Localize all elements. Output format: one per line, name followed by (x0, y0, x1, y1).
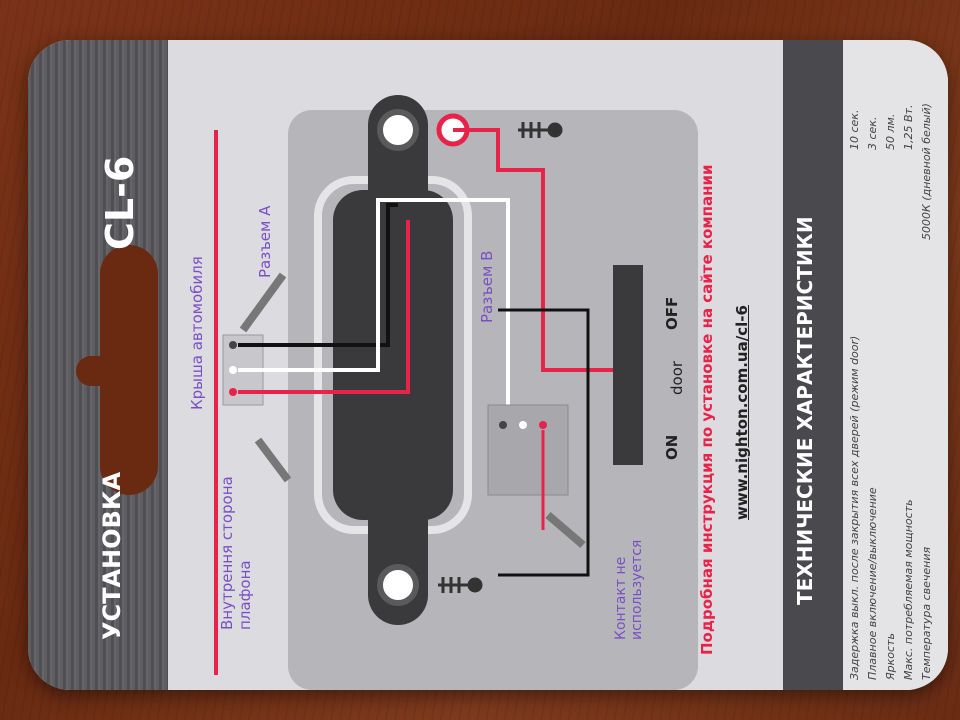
wiring-diagram (222, 95, 643, 625)
switch-body (613, 265, 643, 465)
spec-value-0: 10 сек. (848, 109, 861, 150)
mount-hole-bottom (377, 564, 419, 606)
wire-black (238, 203, 398, 347)
spec-label-2: Яркость (884, 633, 897, 680)
spec-value-3: 1,25 Вт. (902, 104, 915, 150)
package-card: CL-6 УСТАНОВКА Крыша автомобиля (28, 40, 948, 690)
wire-black-switch (498, 308, 590, 577)
spec-value-4: 5000К (дневной белый) (920, 103, 933, 240)
arrow-connector-a (239, 272, 287, 333)
spec-label-3: Макс. потребляемая мощность (902, 499, 915, 680)
website-link[interactable]: www.nighton.com.ua/cl-6 (733, 305, 751, 520)
inner-side-label: Внутрення сторона плафона (218, 476, 254, 630)
wire-red-switch (453, 128, 618, 372)
switch-door-label: door (668, 360, 686, 395)
mount-bar (368, 95, 428, 625)
spec-value-1: 3 сек. (866, 116, 879, 150)
wire-red (238, 220, 410, 394)
spec-label-4: Температура свечения (920, 546, 933, 680)
hang-hole-neck (76, 356, 116, 386)
specs-area (843, 40, 948, 690)
screw-bottom (438, 577, 483, 593)
arrow-unused (545, 511, 586, 549)
wire-white (238, 198, 510, 415)
connector-a-label: Разъем А (256, 205, 274, 278)
switch-on-label: ON (663, 434, 681, 460)
switch-off-label: OFF (663, 296, 681, 330)
screw-top (518, 122, 563, 138)
arrow-inner-side (254, 437, 292, 483)
specs-title-band (783, 40, 843, 690)
mount-hole-top (377, 109, 419, 151)
spec-label-1: Плавное включение/выключение (866, 487, 879, 680)
roof-line (214, 130, 218, 675)
spec-value-2: 50 лм. (884, 113, 897, 150)
connector-b-block (487, 404, 569, 496)
instruction-note: Подробная инструкция по установке на сай… (698, 164, 716, 655)
spec-label-0: Задержка выкл. после закрытия всех двере… (848, 335, 861, 680)
specs-title: ТЕХНИЧЕСКИЕ ХАРАКТЕРИСТИКИ (793, 216, 817, 605)
connector-b-label: Разъем B (478, 250, 496, 323)
unused-contact-label: Контакт не используется (613, 539, 645, 640)
